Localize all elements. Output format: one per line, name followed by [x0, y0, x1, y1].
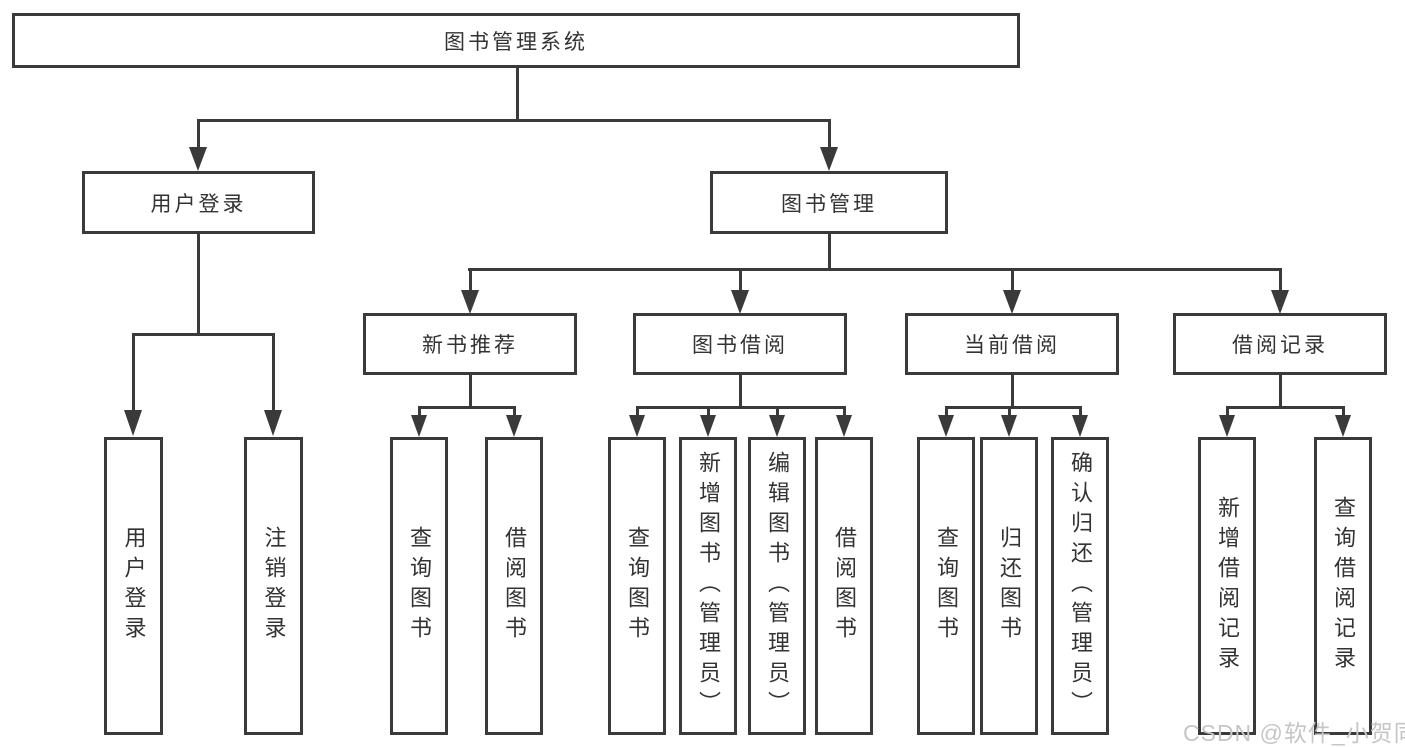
leaf-query-book-borrow-label: 查询图书 [625, 526, 650, 646]
node-current-borrow: 当前借阅 [905, 313, 1119, 375]
node-new-book-recommend: 新书推荐 [363, 313, 577, 375]
connector-user-login-bar [132, 333, 274, 336]
connector-shaft-book-borrow [739, 268, 742, 292]
arrow-down-icon [820, 147, 838, 171]
connector-shaft [707, 406, 710, 417]
leaf-borrow-book-recommend-label: 借阅图书 [502, 526, 527, 646]
connector-shaft [776, 406, 779, 417]
connector-shaft [1342, 406, 1345, 417]
leaf-return-book-label: 归还图书 [997, 526, 1022, 646]
leaf-logout: 注销登录 [244, 437, 303, 735]
arrow-down-icon [629, 415, 645, 437]
leaf-query-borrow-record-label: 查询借阅记录 [1331, 496, 1356, 676]
leaf-confirm-return-admin-label: 确认归还（管理员） [1068, 451, 1093, 721]
leaf-query-book-borrow: 查询图书 [608, 437, 666, 735]
leaf-add-borrow-record-label: 新增借阅记录 [1215, 496, 1240, 676]
node-book-borrow: 图书借阅 [633, 313, 847, 375]
arrow-down-icon [264, 410, 282, 436]
arrow-down-icon [1335, 415, 1351, 437]
arrow-down-icon [938, 415, 954, 437]
node-current-borrow-label: 当前借阅 [964, 334, 1060, 357]
arrow-down-icon [836, 415, 852, 437]
node-borrow-record: 借阅记录 [1173, 313, 1387, 375]
node-book-borrow-label: 图书借阅 [692, 334, 788, 357]
node-user-login-label: 用户登录 [150, 192, 247, 216]
node-book-management: 图书管理 [710, 171, 948, 234]
leaf-query-book-recommend: 查询图书 [390, 437, 448, 735]
node-book-management-label: 图书管理 [781, 192, 877, 216]
connector-shaft [945, 406, 948, 417]
connector-user-login-stem [197, 234, 200, 335]
connector-current-borrow-bar [945, 406, 1081, 409]
arrow-down-icon [769, 415, 785, 437]
leaf-borrow-book: 借阅图书 [815, 437, 873, 735]
leaf-add-book-admin-label: 新增图书（管理员） [696, 451, 721, 721]
connector-shaft [1226, 406, 1229, 417]
arrow-down-icon [731, 290, 749, 314]
leaf-confirm-return-admin: 确认归还（管理员） [1051, 437, 1109, 735]
leaf-user-login: 用户登录 [104, 437, 163, 735]
leaf-add-borrow-record: 新增借阅记录 [1198, 437, 1256, 735]
leaf-query-book-current: 查询图书 [917, 437, 975, 735]
connector-new-book-stem [469, 375, 472, 409]
connector-shaft [513, 406, 516, 417]
arrow-down-icon [1072, 415, 1088, 437]
connector-borrow-record-bar [1226, 406, 1344, 409]
connector-shaft-new-book [469, 268, 472, 292]
leaf-query-book-recommend-label: 查询图书 [407, 526, 432, 646]
node-new-book-recommend-label: 新书推荐 [422, 334, 518, 357]
leaf-borrow-book-recommend: 借阅图书 [485, 437, 543, 735]
connector-current-borrow-stem [1011, 375, 1014, 409]
connector-root-stem [516, 68, 519, 122]
leaf-logout-label: 注销登录 [261, 526, 287, 646]
arrow-down-icon [189, 147, 207, 171]
leaf-return-book: 归还图书 [980, 437, 1038, 735]
arrow-down-icon [700, 415, 716, 437]
csdn-watermark: CSDN @软件_小贺同学 [1183, 720, 1405, 746]
leaf-borrow-book-label: 借阅图书 [832, 526, 857, 646]
arrow-down-icon [411, 415, 427, 437]
node-root: 图书管理系统 [12, 13, 1020, 68]
leaf-query-book-current-label: 查询图书 [934, 526, 959, 646]
node-borrow-record-label: 借阅记录 [1232, 334, 1328, 357]
leaf-query-borrow-record: 查询借阅记录 [1314, 437, 1372, 735]
connector-shaft-book-management [828, 119, 831, 149]
leaf-user-login-label: 用户登录 [121, 526, 147, 646]
arrow-down-icon [506, 415, 522, 437]
connector-book-management-bar [468, 268, 1282, 271]
connector-shaft [636, 406, 639, 417]
arrow-down-icon [1003, 290, 1021, 314]
connector-shaft-current-borrow [1011, 268, 1014, 292]
arrow-down-icon [461, 290, 479, 314]
connector-shaft-leaf-logout [272, 333, 275, 412]
connector-shaft [418, 406, 421, 417]
connector-book-borrow-bar [636, 406, 846, 409]
node-root-label: 图书管理系统 [444, 30, 588, 54]
arrow-down-icon [1271, 290, 1289, 314]
connector-shaft [843, 406, 846, 417]
arrow-down-icon [1219, 415, 1235, 437]
node-user-login: 用户登录 [82, 171, 315, 234]
connector-shaft-borrow-record [1279, 268, 1282, 292]
connector-book-borrow-stem [739, 375, 742, 409]
arrow-down-icon [1001, 415, 1017, 437]
connector-shaft-user-login [197, 119, 200, 149]
connector-root-bar [197, 119, 831, 122]
connector-borrow-record-stem [1279, 375, 1282, 409]
arrow-down-icon [124, 410, 142, 436]
connector-new-book-bar [418, 406, 516, 409]
connector-book-management-stem [828, 234, 831, 271]
connector-shaft [1079, 406, 1082, 417]
connector-shaft [1008, 406, 1011, 417]
connector-shaft-leaf-user-login [132, 333, 135, 412]
leaf-edit-book-admin: 编辑图书（管理员） [748, 437, 806, 735]
leaf-edit-book-admin-label: 编辑图书（管理员） [765, 451, 790, 721]
leaf-add-book-admin: 新增图书（管理员） [679, 437, 737, 735]
